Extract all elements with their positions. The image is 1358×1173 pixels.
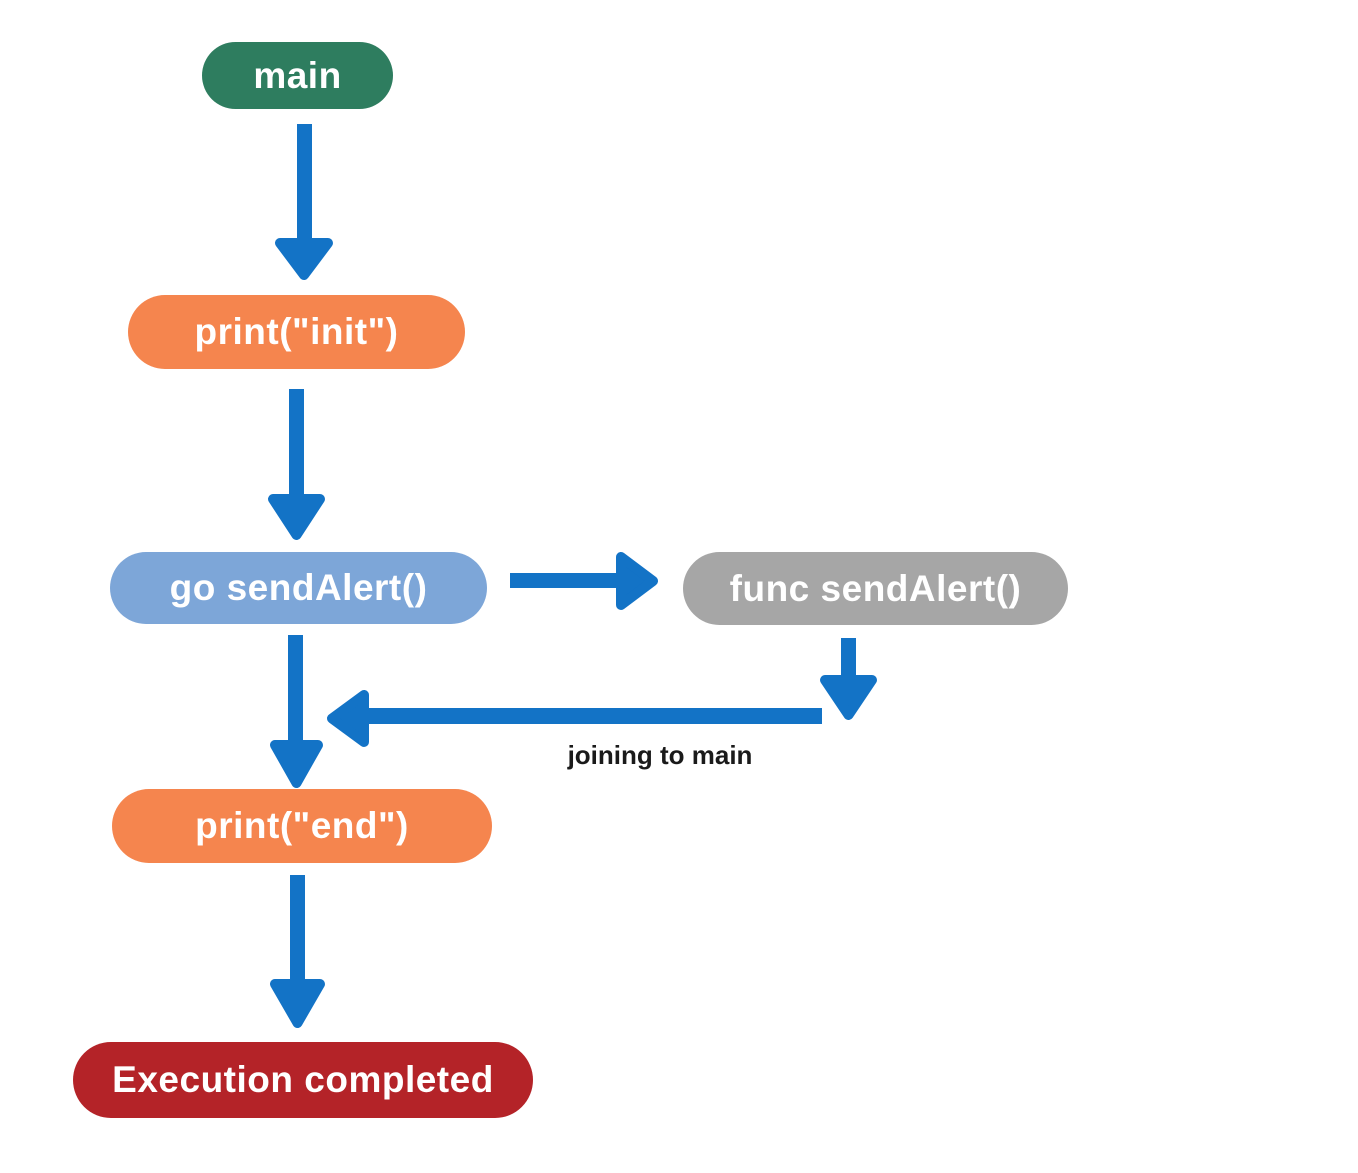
arrow-join-to-main-flow bbox=[327, 690, 822, 747]
node-print-init-label: print("init") bbox=[194, 311, 399, 352]
node-print-end: print("end") bbox=[112, 789, 492, 863]
node-func-sendalert-label: func sendAlert() bbox=[729, 567, 1022, 609]
edge-label-joining-to-main: joining to main bbox=[567, 740, 753, 770]
node-main: main bbox=[202, 42, 393, 109]
arrow-go-sendalert-to-print-end bbox=[270, 635, 323, 788]
node-print-init: print("init") bbox=[128, 295, 465, 369]
node-main-label: main bbox=[253, 54, 342, 96]
node-go-sendalert: go sendAlert() bbox=[110, 552, 487, 624]
node-execution-completed: Execution completed bbox=[73, 1042, 533, 1118]
node-print-end-label: print("end") bbox=[195, 805, 409, 846]
arrow-print-init-to-go-sendalert bbox=[268, 389, 325, 540]
node-go-sendalert-label: go sendAlert() bbox=[169, 567, 428, 608]
arrow-print-end-to-execution-completed bbox=[270, 875, 325, 1028]
arrow-go-sendalert-to-func-sendalert bbox=[510, 552, 658, 610]
node-execution-completed-label: Execution completed bbox=[112, 1059, 494, 1100]
node-func-sendalert: func sendAlert() bbox=[683, 552, 1068, 625]
arrow-func-sendalert-down bbox=[820, 638, 877, 720]
arrow-main-to-print-init bbox=[275, 124, 333, 280]
